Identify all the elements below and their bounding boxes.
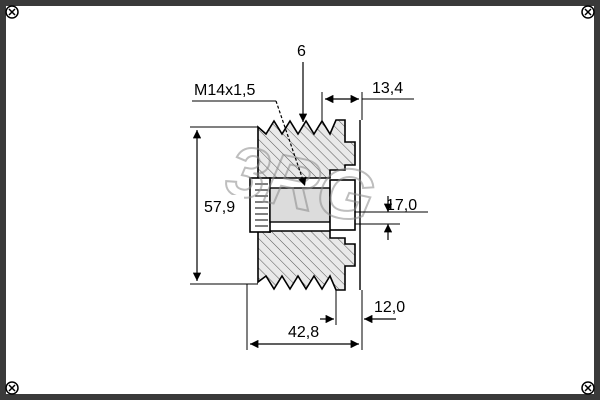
total-length-label: 42,8 <box>288 324 319 341</box>
phillips-screw-icon <box>581 381 595 395</box>
pulley-upper-section <box>257 119 356 181</box>
outer-diameter-label: 57,9 <box>204 199 235 216</box>
3rg-logo: 3RG <box>219 129 382 240</box>
bore-shoulder <box>329 179 356 231</box>
phillips-screw-icon <box>5 5 19 19</box>
pulley-lower-section <box>257 230 356 291</box>
offset-bottom-label: 12,0 <box>374 299 405 316</box>
phillips-screw-icon <box>581 5 595 19</box>
thread-label: M14x1,5 <box>194 82 255 99</box>
grooves-label: 6 <box>297 43 306 60</box>
phillips-screw-icon <box>5 381 19 395</box>
spline-teeth <box>255 183 268 227</box>
inner-diameter-label: 17,0 <box>386 197 417 214</box>
svg-text:3RG: 3RG <box>220 130 381 239</box>
width-top-label: 13,4 <box>372 80 403 97</box>
